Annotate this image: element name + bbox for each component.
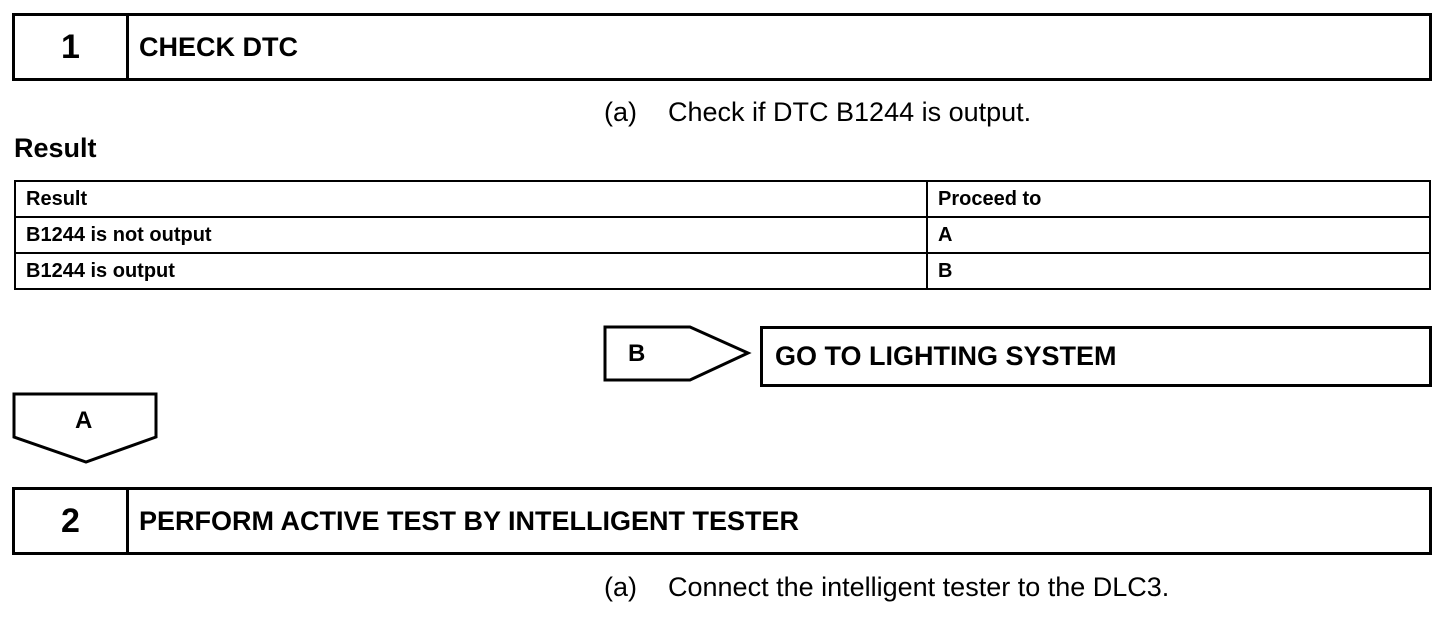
table-row: B1244 is output B (14, 252, 1431, 290)
branch-b-label: B (628, 340, 646, 367)
result-heading: Result (14, 133, 97, 163)
instruction-marker: (a) (604, 97, 637, 127)
instruction-text: Check if DTC B1244 is output. (668, 97, 1032, 127)
step-1-instruction: (a) Check if DTC B1244 is output. (604, 97, 1031, 128)
step-number: 2 (15, 490, 129, 552)
step-2-instruction: (a) Connect the intelligent tester to the… (604, 572, 1169, 603)
table-row: B1244 is not output A (14, 216, 1431, 254)
step-number: 1 (15, 16, 129, 78)
step-1-header: 1 CHECK DTC (12, 13, 1432, 81)
result-cell: B1244 is output (14, 252, 928, 290)
branch-a-label: A (75, 407, 93, 434)
column-header-proceed-to: Proceed to (926, 180, 1431, 218)
step-title: PERFORM ACTIVE TEST BY INTELLIGENT TESTE… (139, 505, 800, 536)
proceed-cell: B (926, 252, 1431, 290)
branch-b-arrow-shape (603, 325, 752, 382)
step-2-header: 2 PERFORM ACTIVE TEST BY INTELLIGENT TES… (12, 487, 1432, 555)
column-header-result: Result (14, 180, 928, 218)
proceed-cell: A (926, 216, 1431, 254)
instruction-text: Connect the intelligent tester to the DL… (668, 572, 1170, 602)
instruction-marker: (a) (604, 572, 637, 602)
result-cell: B1244 is not output (14, 216, 928, 254)
step-title: CHECK DTC (139, 31, 298, 62)
result-table: Result Proceed to B1244 is not output A … (14, 180, 1431, 290)
table-header-row: Result Proceed to (14, 180, 1431, 218)
branch-b-destination: GO TO LIGHTING SYSTEM (760, 326, 1432, 387)
branch-a-arrow-shape (12, 392, 158, 464)
